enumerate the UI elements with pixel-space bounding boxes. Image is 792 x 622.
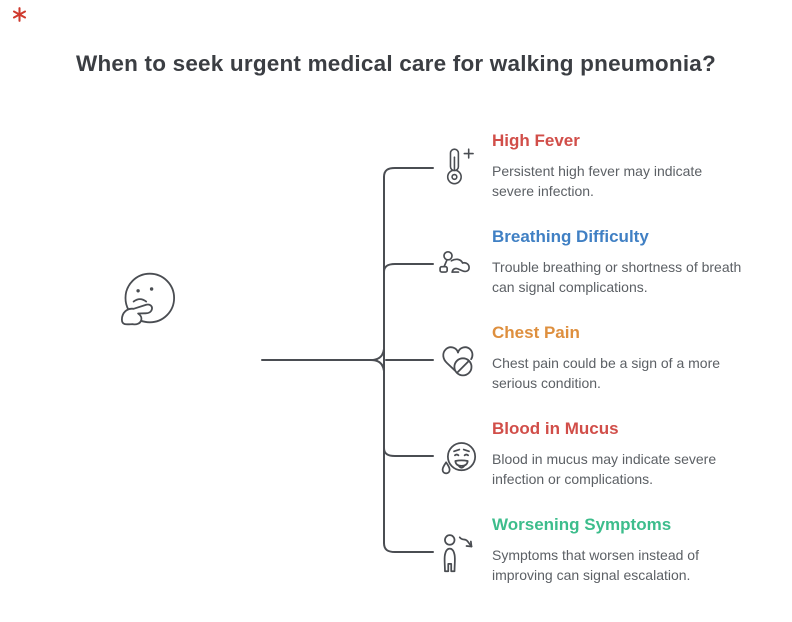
- item-description: Trouble breathing or shortness of breath…: [492, 259, 742, 295]
- list-item-worsening-symptoms: Worsening Symptoms Symptoms that worsen …: [435, 514, 747, 592]
- item-description: Symptoms that worsen instead of improvin…: [492, 547, 699, 583]
- item-heading: Chest Pain: [492, 323, 580, 342]
- list-item-breathing-difficulty: Breathing Difficulty Trouble breathing o…: [435, 226, 747, 304]
- list-item-high-fever: High Fever Persistent high fever may ind…: [435, 130, 747, 208]
- sick-face-droplet-icon: [435, 418, 481, 496]
- thermometer-plus-icon: [435, 130, 481, 208]
- item-heading: Blood in Mucus: [492, 419, 619, 438]
- item-heading: Worsening Symptoms: [492, 515, 672, 534]
- crawling-person-icon: [435, 226, 481, 304]
- person-declining-arrow-icon: [435, 514, 481, 592]
- item-heading: High Fever: [492, 131, 580, 150]
- item-description: Blood in mucus may indicate severe infec…: [492, 451, 717, 487]
- thinking-face-icon: [121, 272, 175, 326]
- brand-mark-icon: [12, 7, 27, 22]
- list-item-blood-in-mucus: Blood in Mucus Blood in mucus may indica…: [435, 418, 747, 496]
- list-item-chest-pain: Chest Pain Chest pain could be a sign of…: [435, 322, 747, 400]
- item-heading: Breathing Difficulty: [492, 227, 649, 246]
- item-description: Chest pain could be a sign of a more ser…: [492, 355, 721, 391]
- page-title: When to seek urgent medical care for wal…: [76, 51, 716, 76]
- heart-blocked-icon: [435, 322, 481, 400]
- item-description: Persistent high fever may indicate sever…: [492, 163, 703, 199]
